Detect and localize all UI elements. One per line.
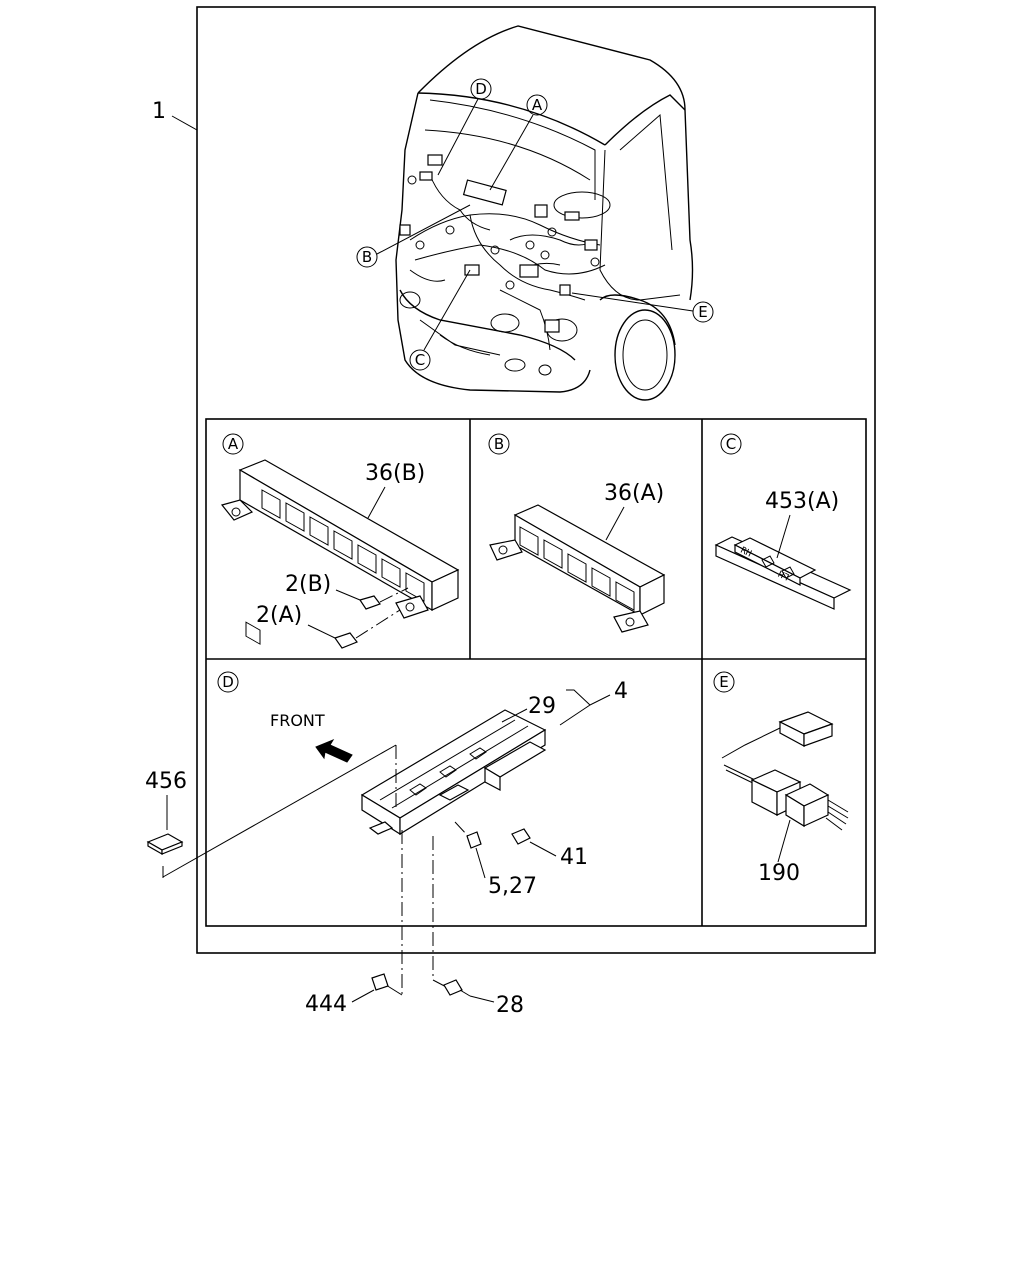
panel-d-badge: [217, 671, 239, 693]
callout-e-letter: E: [698, 303, 707, 321]
callout-b-circle: [356, 246, 378, 268]
panel-a-letter: A: [228, 435, 239, 453]
panel-a: A 36(B) 2(B) 2(A): [220, 433, 460, 649]
callout-c-letter: C: [415, 351, 425, 369]
panel-c-letter: C: [726, 435, 736, 453]
panel-c-badge: [720, 433, 742, 455]
label-190: 190: [758, 861, 800, 886]
panel-b-letter: B: [494, 435, 504, 453]
leader-e: [571, 292, 694, 312]
harness-tag-453a: RH LH: [714, 536, 852, 610]
callout-1: 1: [152, 99, 166, 124]
bolt-28: [443, 979, 463, 996]
label-36a: 36(A): [604, 481, 664, 506]
label-2a: 2(A): [256, 603, 302, 628]
connector-190: [721, 711, 849, 831]
label-444: 444: [305, 992, 347, 1017]
label-28: 28: [496, 993, 524, 1018]
truck-cab-illustration: [395, 25, 694, 401]
callout-b-letter: B: [362, 248, 372, 266]
leader-c: [423, 269, 471, 351]
leader-d: [437, 98, 479, 176]
tag-rh-text: RH: [739, 546, 753, 560]
clip-444: [371, 973, 389, 991]
front-label: FRONT: [270, 711, 325, 730]
detail-grid-frame: [205, 418, 867, 927]
callout-a-circle: [526, 94, 548, 116]
callout-c-circle: [409, 349, 431, 371]
callout-d-letter: D: [475, 80, 487, 98]
relay-2a: [334, 632, 358, 649]
label-5-27: 5,27: [488, 874, 537, 899]
label-453a: 453(A): [765, 489, 839, 514]
panel-e-badge: [713, 671, 735, 693]
panel-e-letter: E: [719, 673, 728, 691]
bracket-assembly-4: [360, 709, 547, 836]
leader-456: [162, 744, 397, 878]
screw-5-27: [466, 831, 482, 849]
leader-b: [376, 204, 471, 255]
label-29: 29: [528, 694, 556, 719]
panel-e: E 190: [713, 671, 849, 886]
callout-e-circle: [692, 301, 714, 323]
front-arrow-icon: [315, 738, 353, 763]
leader-1: [171, 115, 198, 131]
panel-a-badge: [222, 433, 244, 455]
panel-d: D FRONT 29 4 41 5,27: [217, 671, 628, 899]
callout-d-circle: [470, 78, 492, 100]
panel-b: B 36(A): [488, 433, 666, 633]
relay-2b: [359, 595, 381, 610]
label-2b: 2(B): [285, 572, 331, 597]
panel-b-badge: [488, 433, 510, 455]
outer-frame: [196, 6, 876, 954]
callout-a-letter: A: [532, 96, 543, 114]
relay-rail-36b: [220, 459, 460, 645]
leader-a: [489, 114, 534, 191]
clip-41: [511, 828, 531, 845]
relay-rail-36a: [489, 504, 666, 633]
label-41: 41: [560, 845, 588, 870]
label-36b: 36(B): [365, 461, 425, 486]
panel-d-letter: D: [222, 673, 234, 691]
panel-c: C RH LH 453(A): [714, 433, 852, 610]
label-4: 4: [614, 679, 628, 704]
label-456: 456: [145, 769, 187, 794]
